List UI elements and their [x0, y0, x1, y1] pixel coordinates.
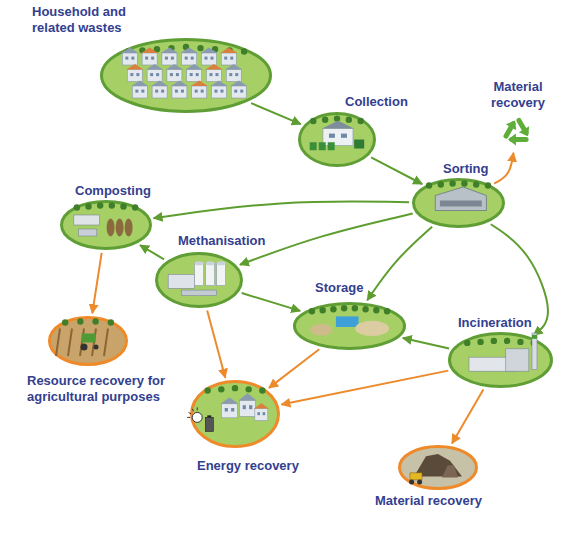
- flow-arrow: [207, 311, 225, 378]
- storage-site: Storage: [293, 302, 406, 350]
- node-label: Material recovery: [373, 493, 484, 509]
- incineration-plant-illustration: [448, 332, 553, 388]
- material-heap: Material recovery: [398, 445, 478, 490]
- flow-arrow: [281, 371, 448, 405]
- node-label: Energy recovery: [195, 458, 301, 474]
- incineration-plant: Incineration: [448, 332, 553, 388]
- node-label: Composting: [73, 183, 153, 199]
- flow-arrow: [494, 153, 513, 184]
- recycle-symbol: Material recovery: [493, 110, 541, 150]
- flow-arrow: [269, 349, 319, 388]
- flow-arrow: [140, 245, 164, 259]
- node-label: Storage: [313, 280, 365, 296]
- sorting-center: Sorting: [412, 178, 505, 228]
- node-label: Sorting: [441, 161, 491, 177]
- collection-site-illustration: [298, 112, 376, 167]
- node-label: Incineration: [456, 315, 534, 331]
- flow-arrow: [154, 201, 410, 218]
- energy-recovery-site-illustration: [190, 380, 280, 448]
- sorting-center-illustration: [412, 178, 505, 228]
- storage-site-illustration: [293, 302, 406, 350]
- node-label: Collection: [343, 94, 410, 110]
- node-label: Household and related wastes: [30, 4, 155, 37]
- agricultural-field: Resource recovery for agricultural purpo…: [48, 316, 128, 366]
- agricultural-field-illustration: [48, 316, 128, 366]
- flow-arrow: [367, 227, 432, 301]
- node-label: Material recovery: [485, 79, 551, 112]
- flow-arrow: [371, 157, 422, 184]
- household-area-illustration: [100, 38, 272, 113]
- recycle-symbol-illustration: [493, 110, 541, 150]
- methanisation-plant: Methanisation: [155, 252, 243, 308]
- household-area: Household and related wastes: [100, 38, 272, 113]
- energy-recovery-site: Energy recovery: [190, 380, 280, 448]
- methanisation-plant-illustration: [155, 252, 243, 308]
- flow-arrow: [242, 293, 301, 311]
- flow-arrow: [452, 389, 483, 443]
- composting-site: Composting: [60, 200, 152, 250]
- flow-arrow: [251, 103, 301, 124]
- flow-arrow: [403, 338, 449, 348]
- flow-arrow: [92, 253, 101, 313]
- material-heap-illustration: [398, 445, 478, 490]
- node-label: Resource recovery for agricultural purpo…: [25, 373, 190, 406]
- composting-site-illustration: [60, 200, 152, 250]
- collection-site: Collection: [298, 112, 376, 167]
- node-label: Methanisation: [176, 233, 267, 249]
